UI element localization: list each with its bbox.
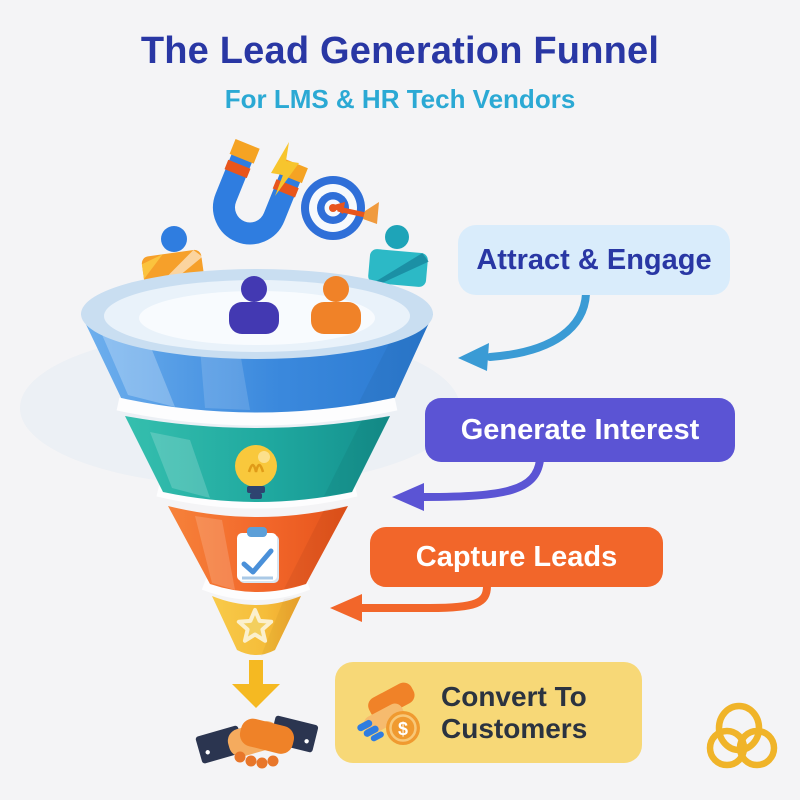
handshake-money-icon: $ <box>357 682 420 745</box>
visitor-with-laptop-right-icon <box>368 225 429 287</box>
clipboard-check-icon <box>237 527 279 583</box>
label-attract-engage: Attract & Engage <box>458 225 730 295</box>
lightning-bolt-icon <box>271 142 299 196</box>
funnel-gap-band <box>201 578 311 600</box>
funnel-stage-capture <box>168 506 348 592</box>
label-attract-engage-text: Attract & Engage <box>476 243 712 276</box>
arrow-capture-leads <box>330 582 491 622</box>
three-rings-logo <box>706 702 778 769</box>
funnel-stage-convert <box>212 596 301 656</box>
funnel-gap-band <box>116 397 398 426</box>
arrow-attract-engage <box>458 290 590 371</box>
arrow-generate-interest <box>392 456 544 511</box>
page-title: The Lead Generation Funnel <box>140 30 660 72</box>
lead-person-blue-icon <box>229 276 279 334</box>
page-subtitle: For LMS & HR Tech Vendors <box>224 84 576 114</box>
lead-person-orange-icon <box>311 276 361 334</box>
handshake-icon <box>195 715 319 769</box>
lightbulb-icon <box>235 445 277 499</box>
down-arrow-icon <box>232 660 280 708</box>
label-convert-customers-text: Convert To Customers <box>441 681 588 744</box>
target-icon <box>301 176 379 240</box>
star-icon <box>236 608 274 643</box>
label-capture-leads-text: Capture Leads <box>415 540 618 573</box>
funnel-stage-interest <box>125 416 390 502</box>
label-capture-leads: Capture Leads <box>370 527 663 587</box>
magnet-icon <box>213 139 308 245</box>
label-convert-customers: $ Convert To Customers <box>335 662 642 763</box>
label-generate-interest-text: Generate Interest <box>460 413 700 446</box>
label-generate-interest: Generate Interest <box>425 398 735 462</box>
coin-dollar-symbol: $ <box>398 719 408 739</box>
